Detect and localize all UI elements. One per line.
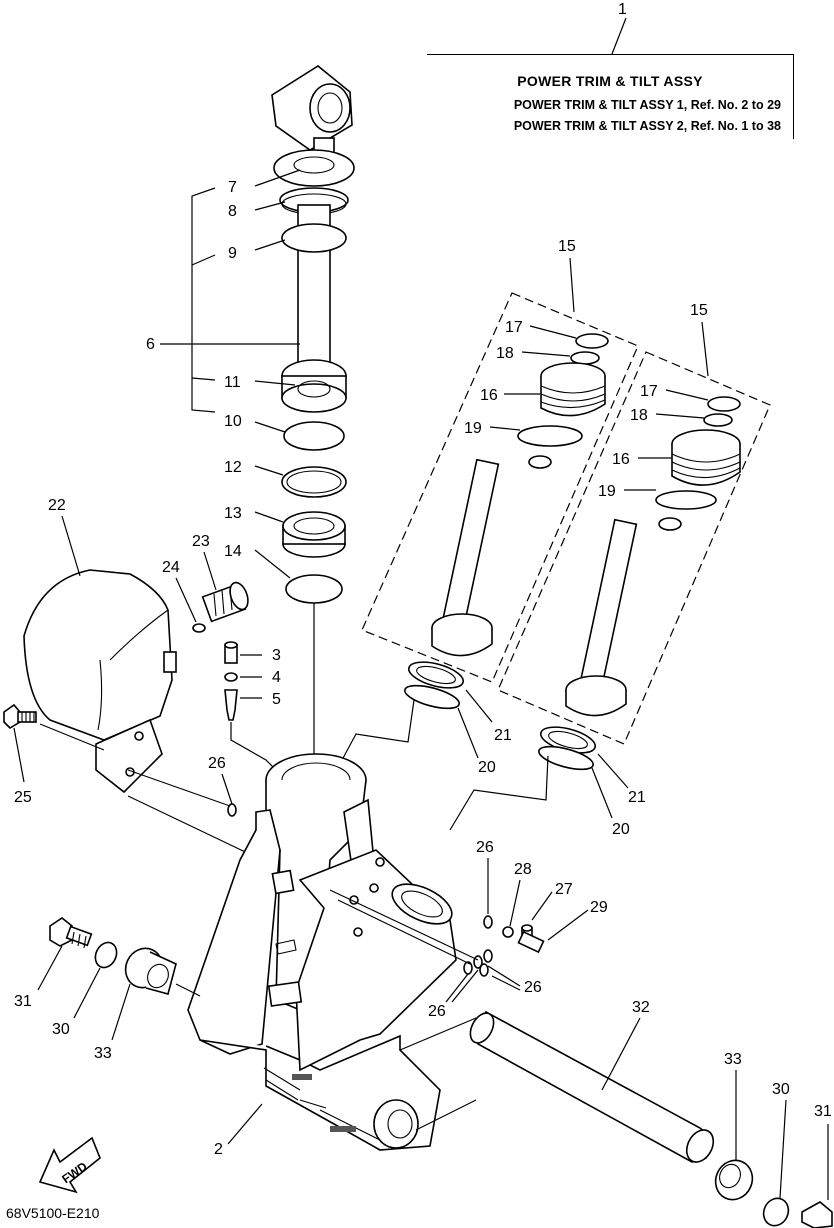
callout-14: 14 xyxy=(224,543,242,560)
assembly-variant-2: POWER TRIM & TILT ASSY 2, Ref. No. 1 to … xyxy=(513,119,781,133)
callout-30b: 30 xyxy=(772,1081,790,1098)
cylinder-body-2 xyxy=(187,753,457,1151)
callout-17b: 17 xyxy=(640,383,658,400)
callout-22: 22 xyxy=(48,497,66,514)
callout-31b: 31 xyxy=(814,1103,832,1120)
callout-13: 13 xyxy=(224,505,242,522)
trim-ram-kit-1 xyxy=(431,333,609,657)
trim-ram-kit-2-boundary xyxy=(497,351,771,745)
cover-22 xyxy=(23,569,177,794)
callout-16b: 16 xyxy=(612,451,630,468)
callout-15b: 15 xyxy=(690,302,708,319)
backup-ring-12 xyxy=(281,466,347,498)
o-ring-14 xyxy=(285,574,343,604)
pin-29 xyxy=(517,930,545,954)
bushing-33-right xyxy=(714,1159,754,1201)
callout-7: 7 xyxy=(228,179,237,196)
bolt-31-left xyxy=(49,917,93,949)
callout-15a: 15 xyxy=(558,238,576,255)
callout-11: 11 xyxy=(224,374,241,391)
callout-2: 2 xyxy=(214,1141,223,1158)
fwd-arrow-icon: FWD xyxy=(38,1136,101,1194)
callout-4: 4 xyxy=(272,669,281,686)
o-ring-26c xyxy=(463,961,473,975)
callout-19b: 19 xyxy=(598,483,616,500)
bushing-33-left xyxy=(124,947,177,995)
callout-3: 3 xyxy=(272,647,281,664)
washer-30-right xyxy=(762,1197,790,1227)
callout-26a: 26 xyxy=(208,755,226,772)
callout-27: 27 xyxy=(555,881,573,898)
callout-28: 28 xyxy=(514,861,532,878)
o-ring-20b xyxy=(538,745,594,771)
callout-33b: 33 xyxy=(724,1051,742,1068)
callout-20a: 20 xyxy=(478,759,496,776)
callout-10: 10 xyxy=(224,413,242,430)
trim-ram-kit-1-boundary xyxy=(361,292,639,683)
o-ring-20a xyxy=(404,684,460,710)
bolt-25 xyxy=(3,703,37,730)
bolt-31-right xyxy=(801,1201,833,1228)
callout-16a: 16 xyxy=(480,387,498,404)
callout-23: 23 xyxy=(192,533,210,550)
callout-20b: 20 xyxy=(612,821,630,838)
callout-24: 24 xyxy=(162,559,180,576)
bearing-23 xyxy=(201,581,249,623)
callout-1: 1 xyxy=(618,1,627,18)
callout-32: 32 xyxy=(632,999,650,1016)
title-block: POWER TRIM & TILT ASSY POWER TRIM & TILT… xyxy=(427,54,794,139)
callout-6: 6 xyxy=(146,336,155,353)
callout-26b: 26 xyxy=(476,839,494,856)
valve-5 xyxy=(224,689,238,721)
callout-17a: 17 xyxy=(505,319,523,336)
tilt-rod-assembly xyxy=(271,65,355,413)
assembly-title: POWER TRIM & TILT ASSY xyxy=(517,73,703,89)
o-ring-21a xyxy=(408,661,464,689)
callout-12: 12 xyxy=(224,459,242,476)
circlip-24 xyxy=(192,623,206,633)
diagram-code: 68V5100-E210 xyxy=(6,1205,100,1221)
o-ring-4 xyxy=(224,672,238,682)
callout-21b: 21 xyxy=(628,789,646,806)
callout-29: 29 xyxy=(590,899,608,916)
callout-26d: 26 xyxy=(524,979,542,996)
assembly-variant-1: POWER TRIM & TILT ASSY 1, Ref. No. 2 to … xyxy=(513,98,781,112)
callout-18b: 18 xyxy=(630,407,648,424)
callout-25: 25 xyxy=(14,789,32,806)
callout-5: 5 xyxy=(272,691,281,708)
callout-18a: 18 xyxy=(496,345,514,362)
callout-19a: 19 xyxy=(464,420,482,437)
callout-30a: 30 xyxy=(52,1021,70,1038)
callout-8: 8 xyxy=(228,203,237,220)
ball-28 xyxy=(502,926,514,938)
callout-31a: 31 xyxy=(14,993,32,1010)
o-ring-10 xyxy=(283,421,345,451)
washer-30-left xyxy=(94,941,118,969)
callout-21a: 21 xyxy=(494,727,512,744)
tilt-shaft-32 xyxy=(469,1010,715,1163)
trim-ram-kit-2 xyxy=(565,396,741,717)
callout-9: 9 xyxy=(228,245,237,262)
cylinder-end-cap-13 xyxy=(282,511,346,558)
o-ring-26b xyxy=(483,915,493,929)
callout-33a: 33 xyxy=(94,1045,112,1062)
callout-26c: 26 xyxy=(428,1003,446,1020)
